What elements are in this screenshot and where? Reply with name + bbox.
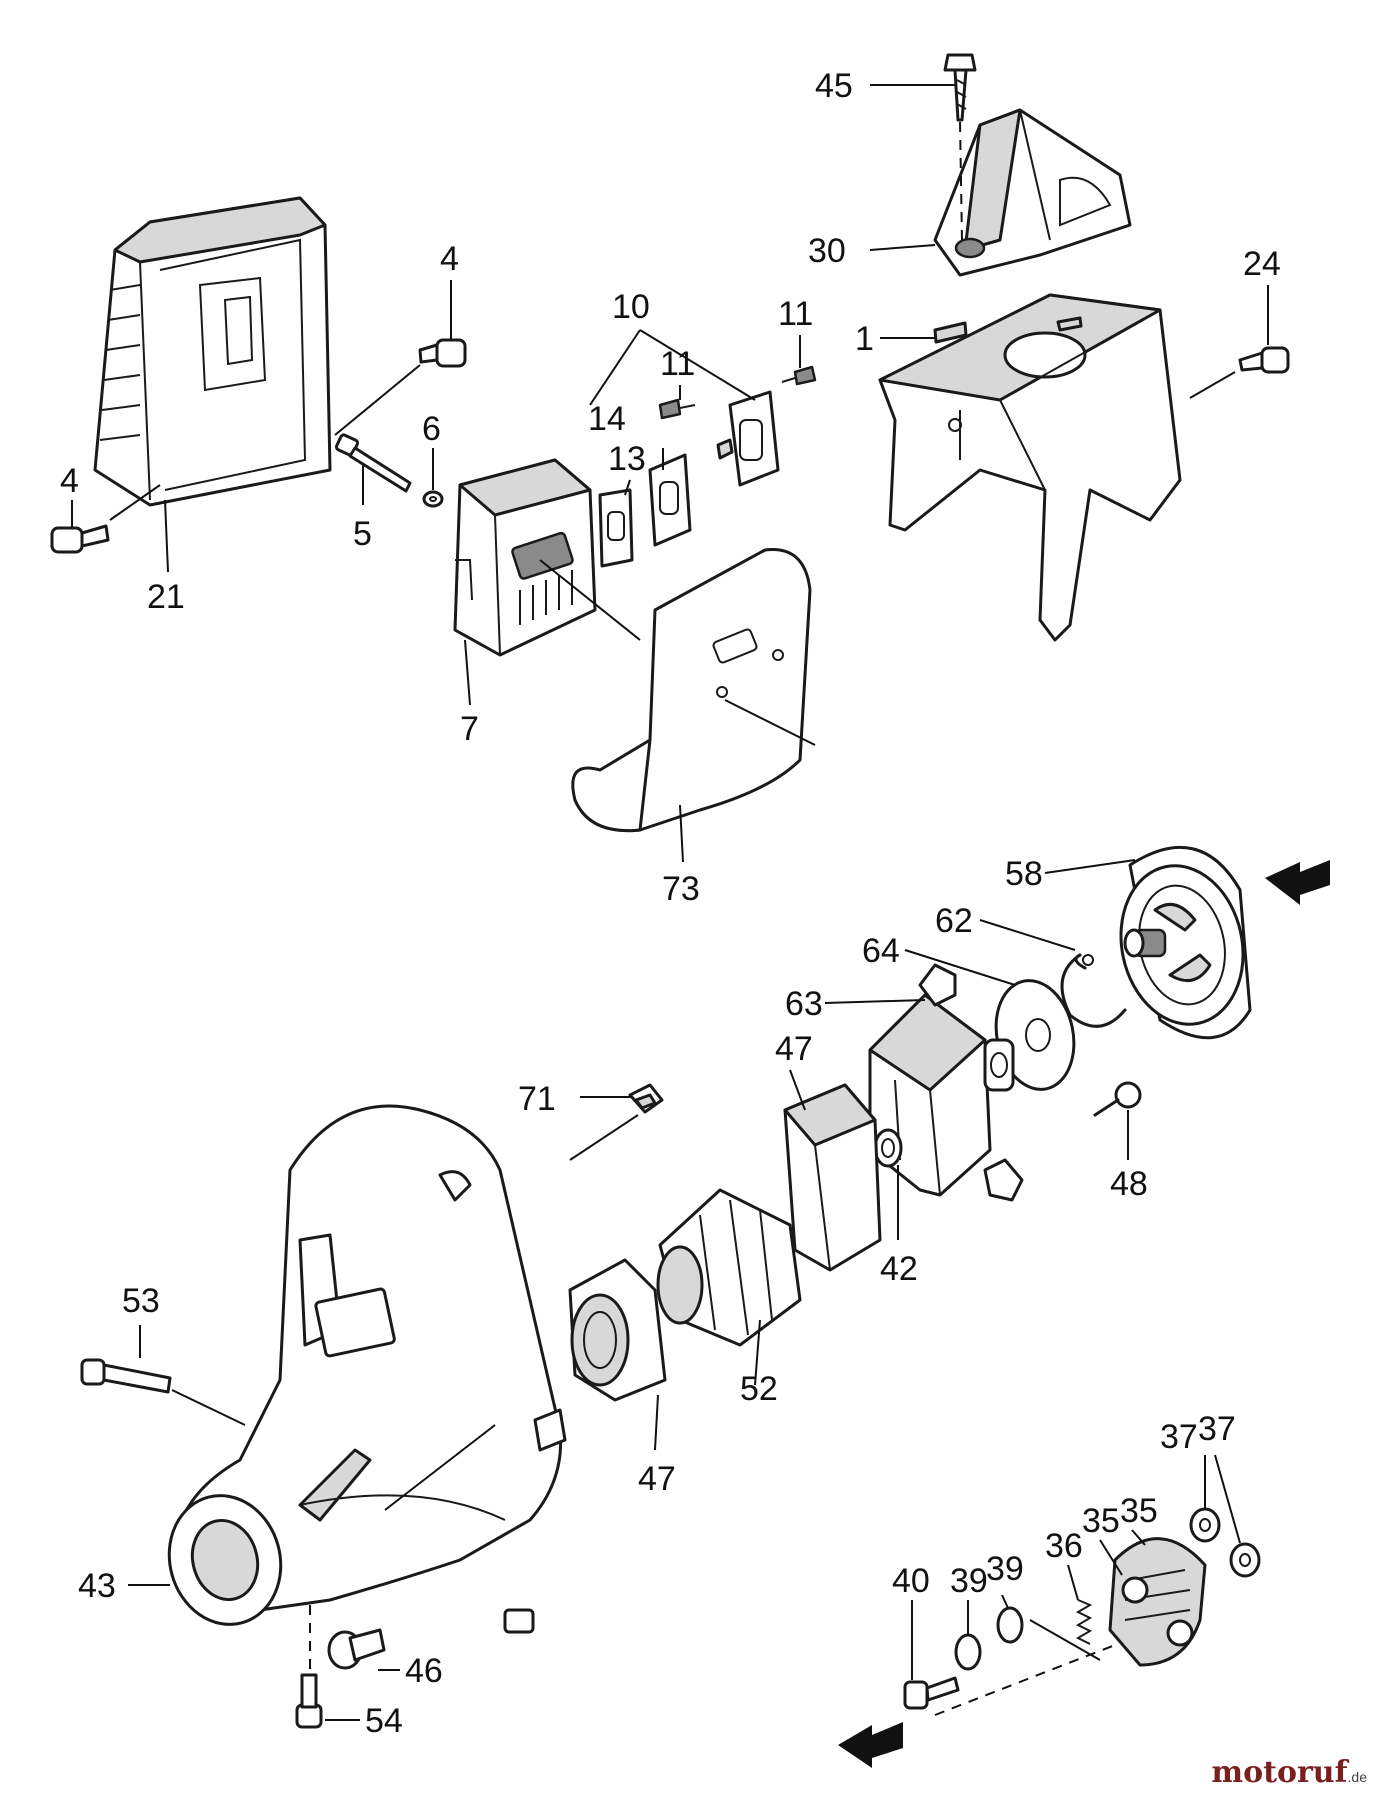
- coupling-52: [656, 1188, 802, 1347]
- plate-10: [716, 390, 780, 487]
- label-35b: 35: [1120, 1492, 1158, 1530]
- washer-37b: [1229, 1542, 1261, 1578]
- label-62: 62: [935, 902, 973, 940]
- label-46: 46: [405, 1652, 443, 1690]
- label-7: 7: [460, 710, 479, 748]
- label-14: 14: [588, 400, 626, 438]
- screw-11a: [658, 398, 696, 420]
- label-52: 52: [740, 1370, 778, 1408]
- bolt-40: [903, 1676, 960, 1710]
- label-48: 48: [1110, 1165, 1148, 1203]
- bolt-4a: [50, 524, 110, 554]
- muffler: [453, 458, 597, 657]
- washer-37a: [1189, 1507, 1221, 1543]
- label-58: 58: [1005, 855, 1043, 893]
- bolt-48: [1093, 1081, 1142, 1117]
- leader-lines: [71, 84, 1269, 1721]
- label-36: 36: [1045, 1527, 1083, 1565]
- spring-36: [1075, 1599, 1093, 1645]
- bolt-24: [1238, 346, 1290, 374]
- label-21: 21: [147, 578, 185, 616]
- gasket-13: [598, 488, 634, 568]
- cushion-47b: [568, 1258, 667, 1402]
- bolt-4b: [418, 338, 467, 368]
- arrow-upper: [1265, 860, 1330, 905]
- watermark-name: motoruf: [1211, 1755, 1348, 1790]
- label-11a: 11: [778, 295, 813, 333]
- heat-shield: [571, 548, 812, 833]
- washer-39a: [954, 1633, 982, 1671]
- part-labels: 45 30 24 1 4 4 21 5 6 7 10 11 11 14 13 7…: [60, 67, 1281, 1740]
- gasket-14: [648, 453, 692, 547]
- label-71: 71: [518, 1080, 556, 1118]
- engine-cover: [878, 293, 1182, 642]
- label-42: 42: [880, 1250, 918, 1288]
- label-37b: 37: [1198, 1410, 1236, 1448]
- label-64: 64: [862, 932, 900, 970]
- label-40: 40: [892, 1562, 930, 1600]
- ring-42: [873, 1128, 903, 1168]
- label-5: 5: [353, 515, 372, 553]
- label-47b: 47: [638, 1460, 676, 1498]
- bolt-5: [334, 433, 412, 493]
- label-13: 13: [608, 440, 646, 478]
- label-47a: 47: [775, 1030, 813, 1068]
- label-37a: 37: [1160, 1418, 1198, 1456]
- bolt-53: [80, 1358, 172, 1394]
- clutch-drum: [1119, 845, 1252, 1040]
- washer-39b: [996, 1606, 1024, 1644]
- label-10: 10: [612, 288, 650, 326]
- label-73: 73: [662, 870, 700, 908]
- label-39a: 39: [950, 1562, 988, 1600]
- label-54: 54: [365, 1702, 403, 1740]
- bolt-46: [327, 1628, 386, 1670]
- label-35a: 35: [1082, 1502, 1120, 1540]
- screw-11b: [781, 365, 817, 386]
- label-39b: 39: [986, 1550, 1024, 1588]
- label-11b: 11: [660, 345, 695, 383]
- label-24: 24: [1243, 245, 1281, 283]
- watermark-logo: motoruf.de: [1211, 1755, 1367, 1790]
- watermark-suffix: .de: [1347, 1769, 1367, 1785]
- gear-case-43: [167, 1104, 567, 1634]
- label-1: 1: [855, 320, 874, 358]
- clip-71: [628, 1083, 664, 1114]
- label-45: 45: [815, 67, 853, 105]
- label-4b: 4: [60, 462, 79, 500]
- circlip-62: [1060, 953, 1127, 1028]
- cap-guard-30: [933, 108, 1132, 277]
- label-53: 53: [122, 1282, 160, 1320]
- clutch-shoes-35: [1108, 1537, 1207, 1667]
- label-4a: 4: [440, 240, 459, 278]
- label-30: 30: [808, 232, 846, 270]
- cushion-47a: [783, 1083, 882, 1272]
- label-6: 6: [422, 410, 441, 448]
- label-43: 43: [78, 1567, 116, 1605]
- arrow-lower: [838, 1722, 903, 1768]
- washer-6: [422, 490, 444, 508]
- label-63: 63: [785, 985, 823, 1023]
- screw-45: [943, 53, 977, 122]
- bolt-54: [295, 1673, 323, 1729]
- air-cleaner-cover: [93, 196, 332, 507]
